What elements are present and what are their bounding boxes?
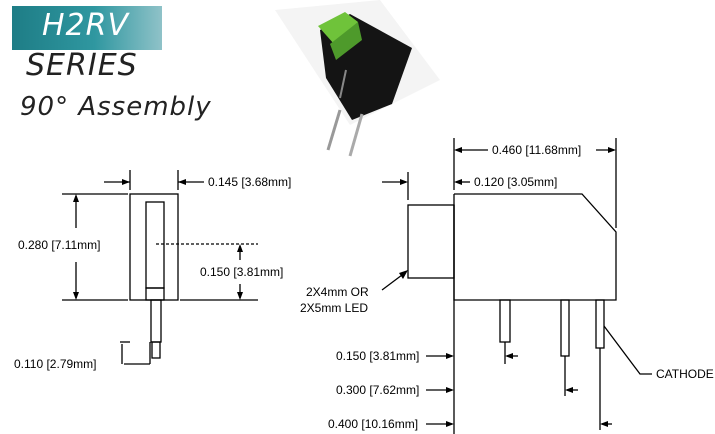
series-badge: H2RV — [12, 6, 162, 50]
assembly-label: 90° Assembly — [20, 92, 212, 122]
series-label: SERIES — [26, 48, 138, 83]
pitch-3-dimension: 0.400 [10.16mm] — [328, 417, 418, 431]
height-dimension: 0.280 [7.11mm] — [18, 238, 101, 252]
pin-dimension: 0.110 [2.79mm] — [14, 357, 97, 371]
series-badge-title: H2RV — [42, 8, 130, 43]
led-size-line2: 2X5mm LED — [300, 301, 368, 315]
center-dimension: 0.150 [3.81mm] — [200, 265, 283, 279]
pitch-2-dimension: 0.300 [7.62mm] — [336, 383, 419, 397]
overall-length-dimension: 0.460 [11.68mm] — [492, 143, 581, 157]
lens-dimension: 0.120 [3.05mm] — [474, 175, 557, 189]
led-size-line1: 2X4mm OR — [306, 285, 369, 299]
left-arrows — [73, 179, 243, 300]
width-dimension: 0.145 [3.68mm] — [208, 175, 291, 189]
cathode-label: CATHODE — [656, 367, 714, 381]
right-arrows — [399, 147, 616, 427]
product-photo — [275, 0, 440, 157]
pitch-1-dimension: 0.150 [3.81mm] — [336, 349, 419, 363]
